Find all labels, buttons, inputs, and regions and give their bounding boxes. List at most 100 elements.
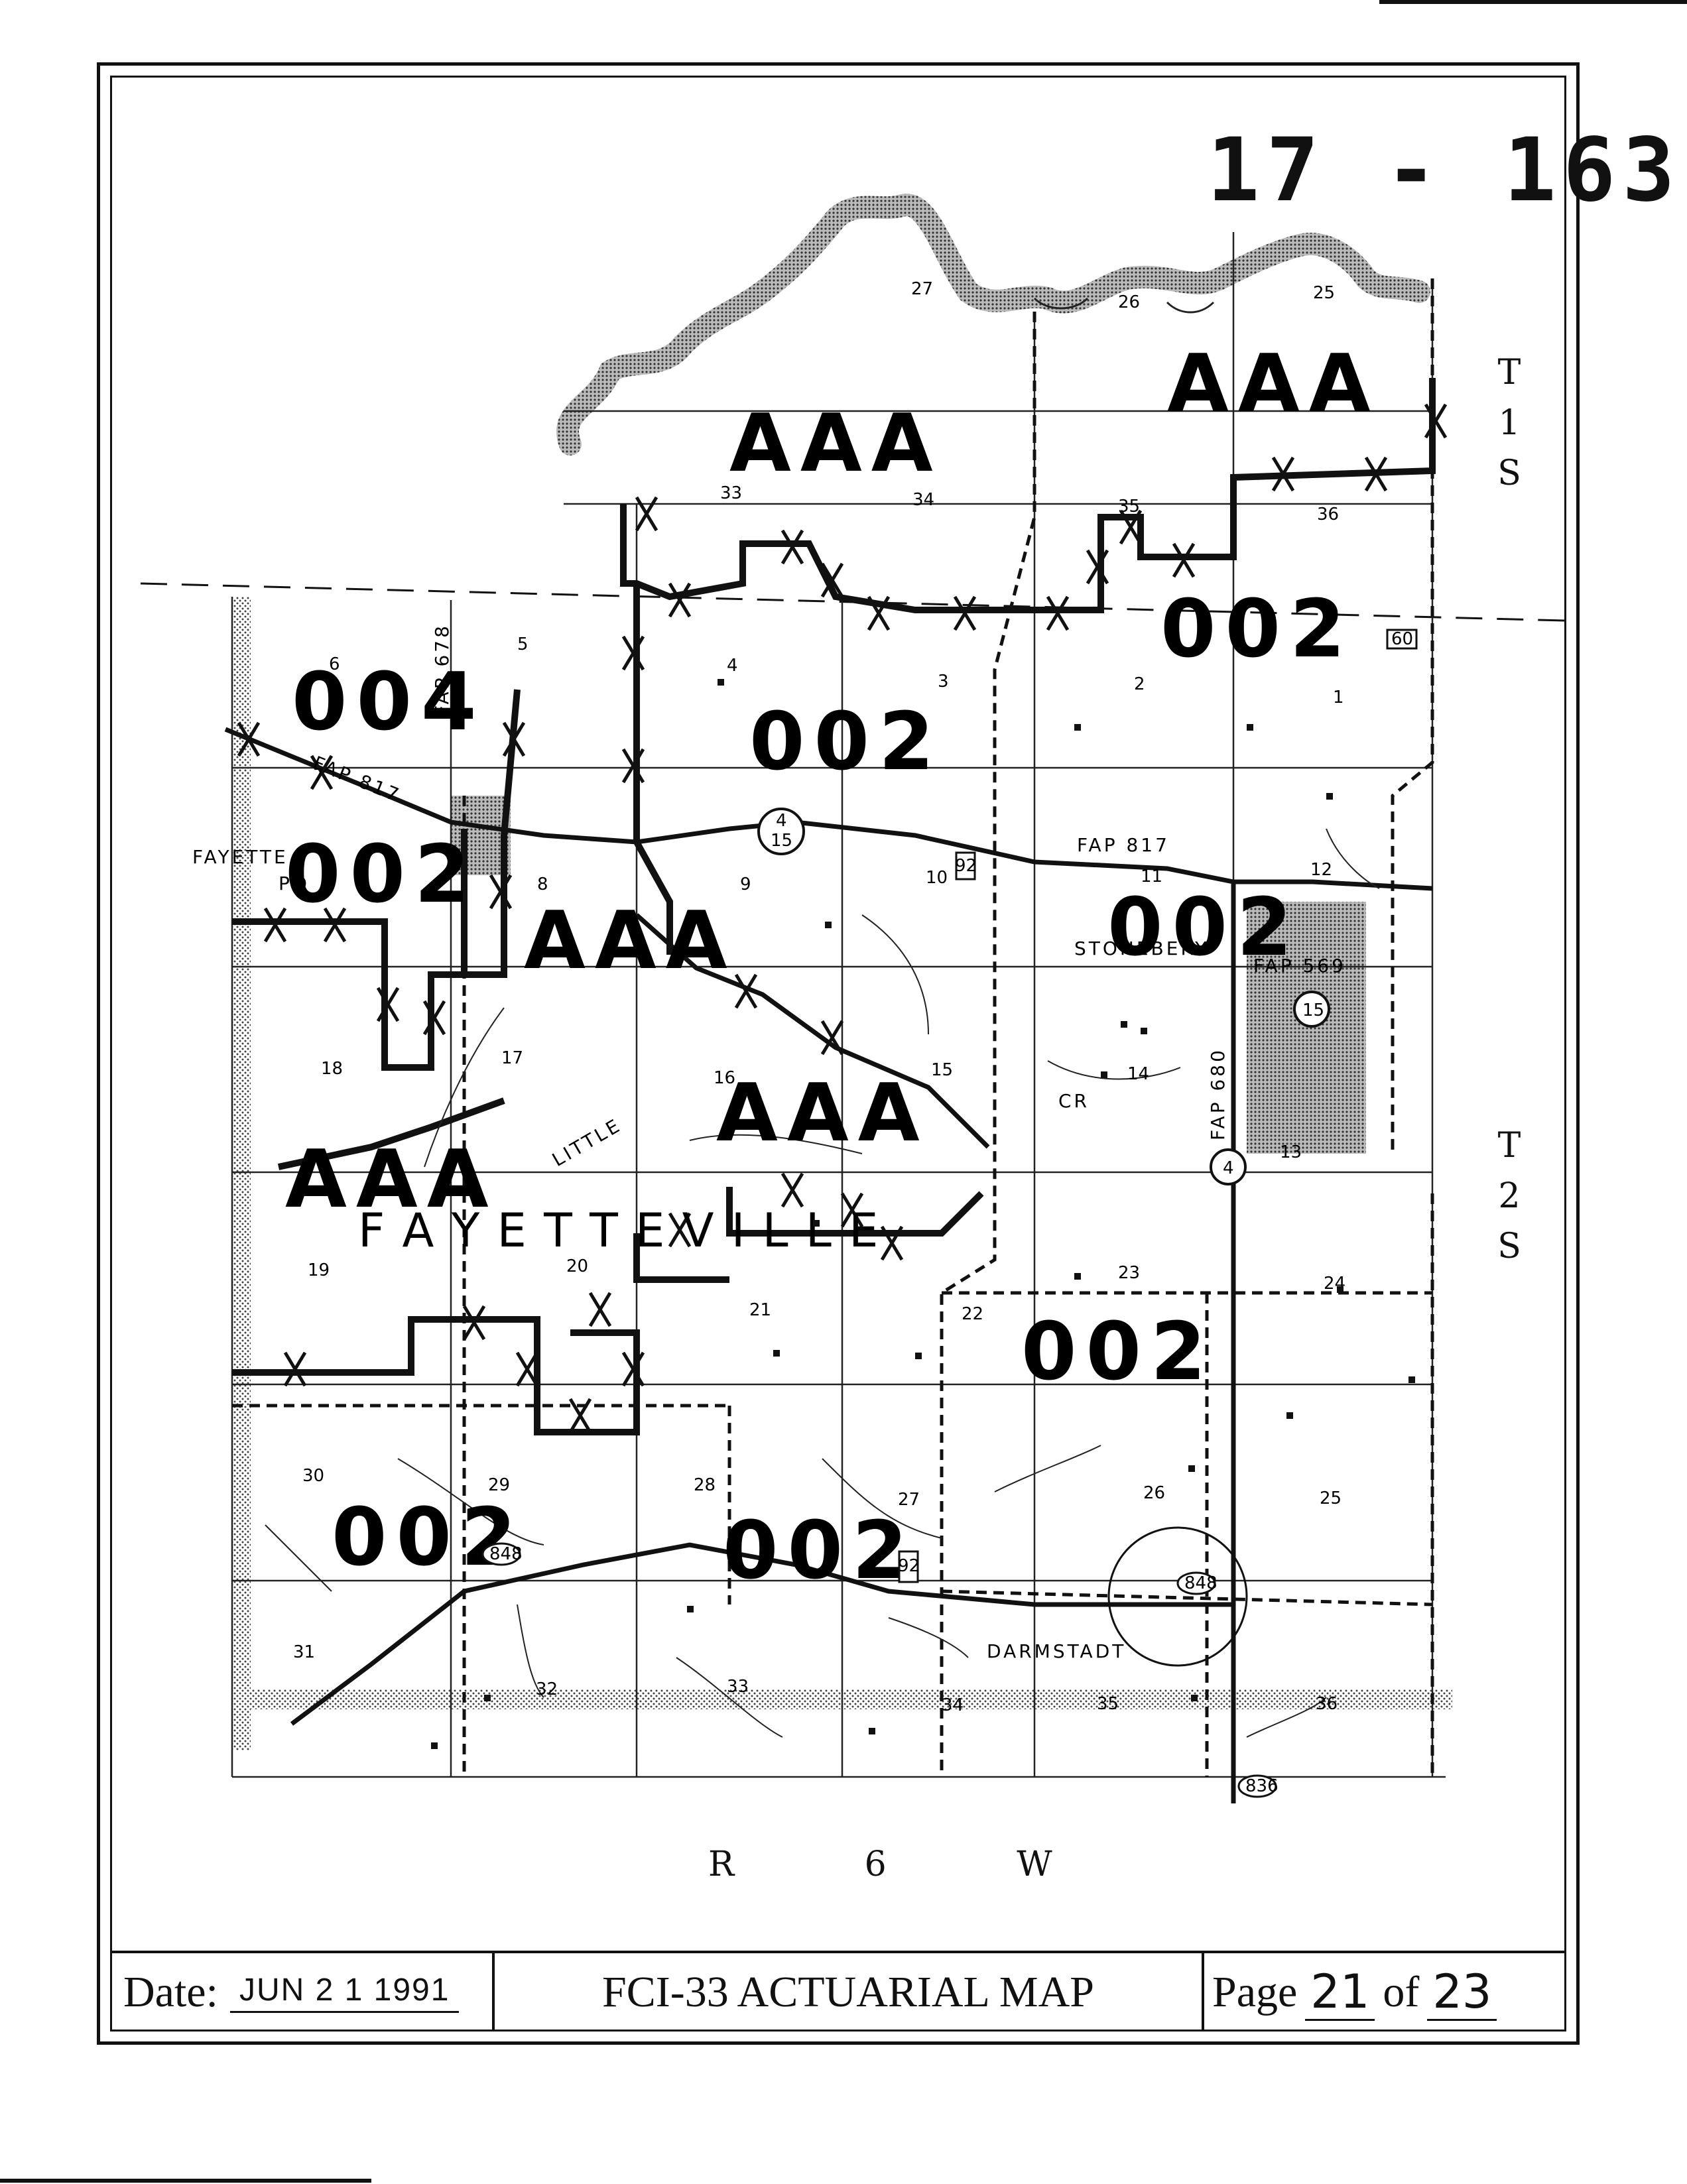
section-number: 27 xyxy=(911,279,933,299)
footer-title: FCI-33 ACTUARIAL MAP xyxy=(495,1953,1204,2032)
section-number: 2 xyxy=(1134,674,1145,694)
river-oxbow-east xyxy=(1166,301,1215,314)
section-number: 15 xyxy=(931,1060,953,1080)
section-number: 35 xyxy=(1118,497,1140,516)
river-oxbow xyxy=(1033,297,1089,310)
section-number: 13 xyxy=(1280,1142,1302,1162)
road-label-fap-680: FAP 680 xyxy=(1207,1048,1229,1140)
section-number: 29 xyxy=(488,1475,510,1495)
section-number: 8 xyxy=(537,875,548,894)
section-number: 3 xyxy=(938,672,949,692)
svg-text:92: 92 xyxy=(955,856,977,876)
top-edge-rule xyxy=(1379,0,1687,4)
section-number: 34 xyxy=(942,1695,964,1715)
zone-002-south-east: 002 xyxy=(1021,1306,1216,1398)
section-number: 32 xyxy=(536,1679,558,1699)
darmstadt-circle xyxy=(1107,1526,1248,1667)
zone-002-south-west: 002 xyxy=(332,1492,526,1584)
section-number: 34 xyxy=(912,490,934,510)
section-number: 1 xyxy=(1333,688,1344,707)
page-total: 23 xyxy=(1427,1965,1497,2021)
highways xyxy=(224,727,1433,1803)
map-inner-frame xyxy=(110,76,1566,2032)
section-number: 21 xyxy=(749,1300,771,1320)
section-number: 14 xyxy=(1127,1064,1149,1084)
footer-date: Date: JUN 2 1 1991 xyxy=(110,1953,495,2032)
section-number: 16 xyxy=(714,1068,735,1088)
svg-text:15: 15 xyxy=(771,831,792,851)
streams xyxy=(265,828,1380,1738)
zone-aaa-center: AAA xyxy=(716,1067,929,1160)
route-shield-848: 848 xyxy=(481,1542,523,1566)
section-number: 11 xyxy=(1141,867,1162,886)
section-number: 33 xyxy=(727,1677,749,1697)
township-name: F A Y E T T E V I L L E xyxy=(358,1203,879,1258)
svg-text:848: 848 xyxy=(489,1544,523,1564)
route-shield-60: 60 xyxy=(1386,629,1418,650)
route-shield-92-south: 92 xyxy=(898,1550,920,1583)
river-north xyxy=(556,194,1430,455)
section-number: 30 xyxy=(302,1466,324,1486)
township-label-t1s: T 1 S xyxy=(1497,353,1521,493)
section-number: 25 xyxy=(1313,283,1335,303)
section-number: 10 xyxy=(926,868,948,888)
zone-004-west: 004 xyxy=(292,656,486,749)
road-label-fap-678: FAP 678 xyxy=(431,623,453,716)
section-number: 18 xyxy=(321,1059,343,1079)
place-darmstadt: DARMSTADT xyxy=(987,1640,1126,1662)
place-stoneberry: STONEBERY xyxy=(1074,938,1209,959)
section-number: 33 xyxy=(720,483,742,503)
route-shield-836: 836 xyxy=(1237,1774,1279,1798)
zone-002-northeast: 002 xyxy=(1160,583,1355,676)
stream-little: LITTLE xyxy=(548,1114,625,1171)
route-shield-15-east: 15 xyxy=(1293,991,1330,1028)
place-fayette: FAYETTE xyxy=(192,846,288,868)
section-number: 20 xyxy=(566,1256,588,1276)
page-of: of xyxy=(1383,1968,1420,2016)
bottom-edge-rule xyxy=(0,2179,371,2183)
zone-aaa-north-east: AAA xyxy=(1167,338,1380,430)
footer-page: Page 21 of 23 xyxy=(1204,1953,1566,2032)
zone-aaa-north-center: AAA xyxy=(729,398,942,490)
route-shield-4-15: 4 15 xyxy=(757,808,805,855)
section-number: 17 xyxy=(501,1048,523,1068)
section-number: 36 xyxy=(1316,1694,1338,1714)
zone-002-stoneberry: 002 xyxy=(1107,882,1302,974)
building-markers xyxy=(431,679,1415,1749)
zone-aaa-center-west: AAA xyxy=(524,895,737,987)
township-label-t2s: T 2 S xyxy=(1497,1126,1521,1266)
section-number: 6 xyxy=(329,654,340,674)
section-number: 22 xyxy=(962,1304,983,1324)
section-number: 23 xyxy=(1118,1263,1140,1283)
section-number: 7 xyxy=(313,766,324,786)
road-label-fap-569: FAP 569 xyxy=(1253,955,1346,977)
section-number: 28 xyxy=(694,1475,716,1495)
section-number: 9 xyxy=(740,875,751,894)
section-number: 4 xyxy=(727,656,738,676)
route-shield-848-east: 848 xyxy=(1176,1571,1218,1595)
svg-text:60: 60 xyxy=(1391,629,1413,649)
svg-text:92: 92 xyxy=(898,1556,920,1576)
route-shield-92: 92 xyxy=(955,851,977,880)
place-po: PO xyxy=(279,873,310,894)
svg-text:836: 836 xyxy=(1245,1776,1279,1796)
western-stipple xyxy=(232,597,251,1750)
svg-text:4: 4 xyxy=(776,811,787,831)
zone-002-south-center: 002 xyxy=(723,1505,917,1597)
svg-text:848: 848 xyxy=(1184,1573,1218,1593)
date-value: JUN 2 1 1991 xyxy=(229,1972,460,2013)
svg-text:15: 15 xyxy=(1302,1001,1324,1020)
section-number: 36 xyxy=(1317,505,1339,524)
map-footer: Date: JUN 2 1 1991 FCI-33 ACTUARIAL MAP … xyxy=(110,1951,1566,2032)
page-number: 21 xyxy=(1305,1965,1375,2021)
route-shield-4: 4 xyxy=(1210,1148,1247,1185)
map-outer-frame xyxy=(97,62,1580,2045)
page-prefix: Page xyxy=(1212,1968,1298,2016)
svg-text:4: 4 xyxy=(1223,1158,1234,1178)
zone-aaa-southwest: AAA xyxy=(285,1134,498,1226)
section-number: 25 xyxy=(1320,1488,1342,1508)
section-number: 5 xyxy=(517,635,529,654)
date-label: Date: xyxy=(123,1968,218,2016)
section-number: 35 xyxy=(1097,1694,1119,1714)
